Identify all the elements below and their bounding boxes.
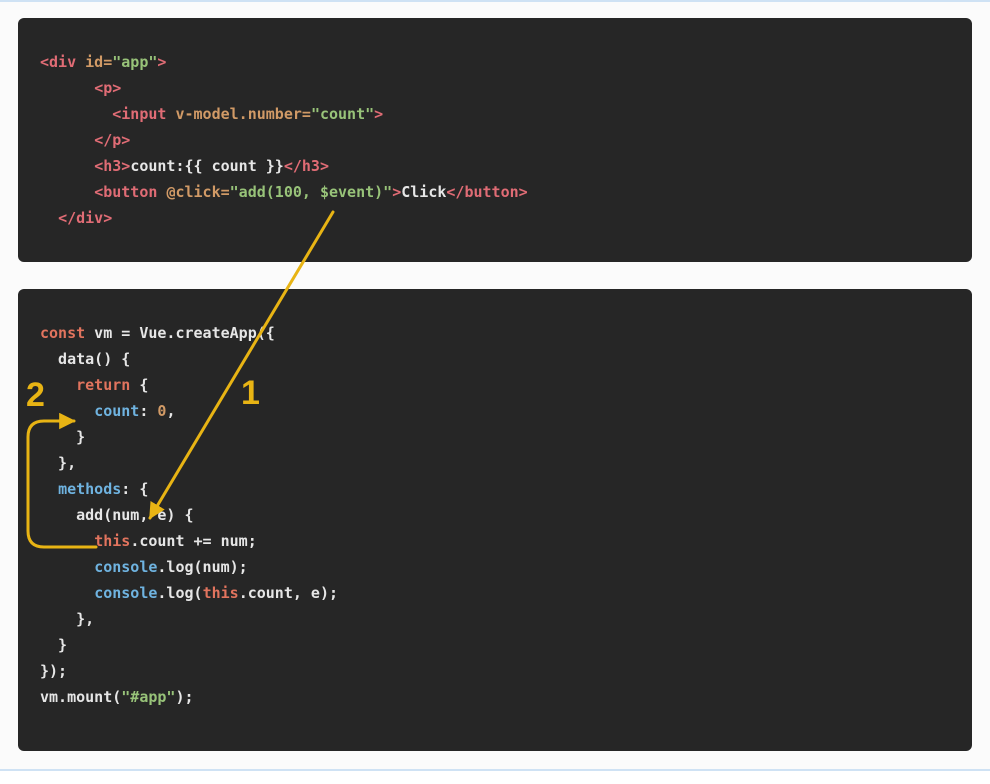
template-code-block: <div id="app"> <p> <input v-model.number… — [18, 18, 972, 262]
code-line: <p> — [40, 75, 950, 101]
code-line: <button @click="add(100, $event)">Click<… — [40, 179, 950, 205]
code-token: > — [392, 183, 402, 201]
code-token: "#app" — [121, 688, 176, 706]
code-token: "app" — [112, 53, 158, 71]
code-token: <input — [112, 105, 176, 123]
code-line: count: 0, — [40, 398, 950, 424]
code-token: console — [94, 584, 158, 602]
code-token: data() { — [40, 350, 131, 368]
code-token — [40, 558, 94, 576]
code-token: vm = Vue.createApp({ — [85, 324, 275, 342]
code-token: <p> — [94, 79, 122, 97]
code-token: </h3> — [283, 157, 329, 175]
code-token: <button — [94, 183, 167, 201]
code-line: <div id="app"> — [40, 49, 950, 75]
code-line: }); — [40, 658, 950, 684]
code-token: : { — [121, 480, 149, 498]
code-token: </p> — [94, 131, 131, 149]
code-token: : — [139, 402, 158, 420]
code-token — [40, 79, 94, 97]
code-token: console — [94, 558, 158, 576]
code-token: , — [166, 402, 176, 420]
code-line: </div> — [40, 205, 950, 231]
code-line: <input v-model.number="count"> — [40, 101, 950, 127]
code-token: <h3> — [94, 157, 131, 175]
code-token — [40, 157, 94, 175]
code-line: <h3>count:{{ count }}</h3> — [40, 153, 950, 179]
code-token: this — [202, 584, 239, 602]
code-line: } — [40, 632, 950, 658]
code-token: </div> — [58, 209, 113, 227]
code-line: }, — [40, 606, 950, 632]
code-token: add(num, e) { — [40, 506, 194, 524]
code-line: methods: { — [40, 476, 950, 502]
code-line: add(num, e) { — [40, 502, 950, 528]
code-line: console.log(this.count, e); — [40, 580, 950, 606]
code-token: v-model.number= — [175, 105, 311, 123]
code-line: </p> — [40, 127, 950, 153]
code-token: { — [130, 376, 149, 394]
code-token: .log(num); — [157, 558, 248, 576]
code-token: .count, e); — [238, 584, 339, 602]
code-line: return { — [40, 372, 950, 398]
code-token — [40, 209, 58, 227]
code-line: vm.mount("#app"); — [40, 684, 950, 710]
code-token: return — [76, 376, 131, 394]
code-token: "count" — [310, 105, 375, 123]
code-token: > — [374, 105, 384, 123]
code-token — [40, 183, 94, 201]
code-token — [40, 402, 94, 420]
code-token: }, — [40, 454, 77, 472]
code-line: console.log(num); — [40, 554, 950, 580]
code-token: }, — [40, 610, 95, 628]
code-token: id= — [85, 53, 113, 71]
code-token: Click — [401, 183, 447, 201]
script-code-block: const vm = Vue.createApp({ data() { retu… — [18, 289, 972, 751]
code-token — [40, 480, 58, 498]
code-token: </button> — [446, 183, 528, 201]
code-token: } — [40, 636, 68, 654]
code-token — [40, 584, 94, 602]
code-line: data() { — [40, 346, 950, 372]
code-token: methods — [58, 480, 122, 498]
code-token — [40, 532, 94, 550]
code-line: this.count += num; — [40, 528, 950, 554]
code-token: vm.mount( — [40, 688, 122, 706]
code-token: <div — [40, 53, 86, 71]
code-token: ); — [175, 688, 194, 706]
code-token: > — [157, 53, 167, 71]
code-token: this — [94, 532, 131, 550]
code-token: .log( — [157, 584, 203, 602]
code-token: count — [94, 402, 140, 420]
code-token: count:{{ count }} — [130, 157, 284, 175]
code-token: @click= — [166, 183, 230, 201]
code-token: .count += num; — [130, 532, 257, 550]
code-line: }, — [40, 450, 950, 476]
code-token — [40, 131, 94, 149]
code-token — [40, 105, 112, 123]
code-line: } — [40, 424, 950, 450]
code-token: }); — [40, 662, 68, 680]
code-token: "add(100, $event)" — [229, 183, 393, 201]
code-token: const — [40, 324, 86, 342]
code-token — [40, 376, 76, 394]
code-line: const vm = Vue.createApp({ — [40, 320, 950, 346]
code-token: } — [40, 428, 86, 446]
